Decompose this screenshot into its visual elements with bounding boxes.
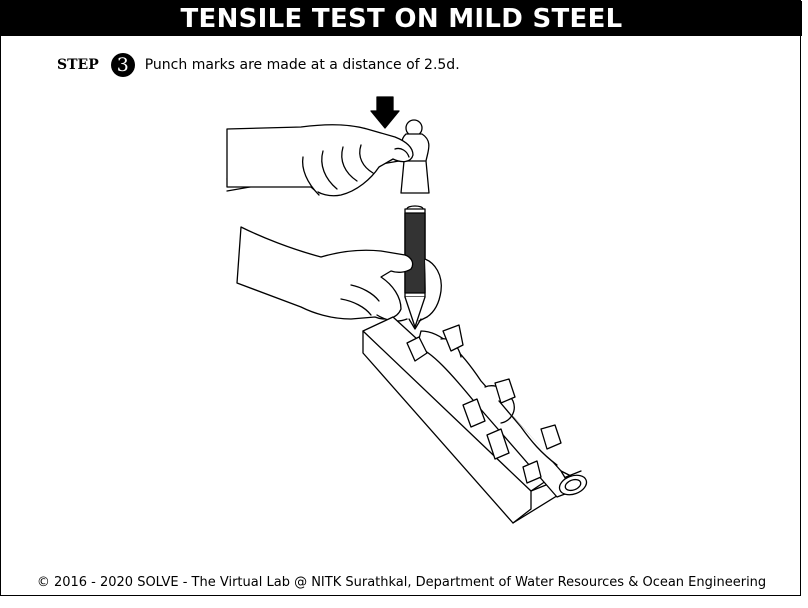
steel-rod-specimen [416, 330, 588, 498]
step-number-badge: 3 [110, 53, 135, 77]
lab-panel: TENSILE TEST ON MILD STEEL STEP 3 Punch … [0, 0, 802, 596]
page-title: TENSILE TEST ON MILD STEEL [1, 1, 802, 36]
punch-mark-point [408, 318, 422, 330]
step-instruction: STEP 3 Punch marks are made at a distanc… [57, 53, 460, 77]
down-arrow-icon [370, 96, 400, 129]
copyright-footer: © 2016 - 2020 SOLVE - The Virtual Lab @ … [36, 575, 767, 590]
step-text: Punch marks are made at a distance of 2.… [144, 57, 460, 73]
upper-hand [226, 124, 414, 197]
punch-marking-illustration [226, 96, 588, 524]
step-label: STEP [57, 57, 99, 73]
v-block-supports [406, 324, 562, 484]
